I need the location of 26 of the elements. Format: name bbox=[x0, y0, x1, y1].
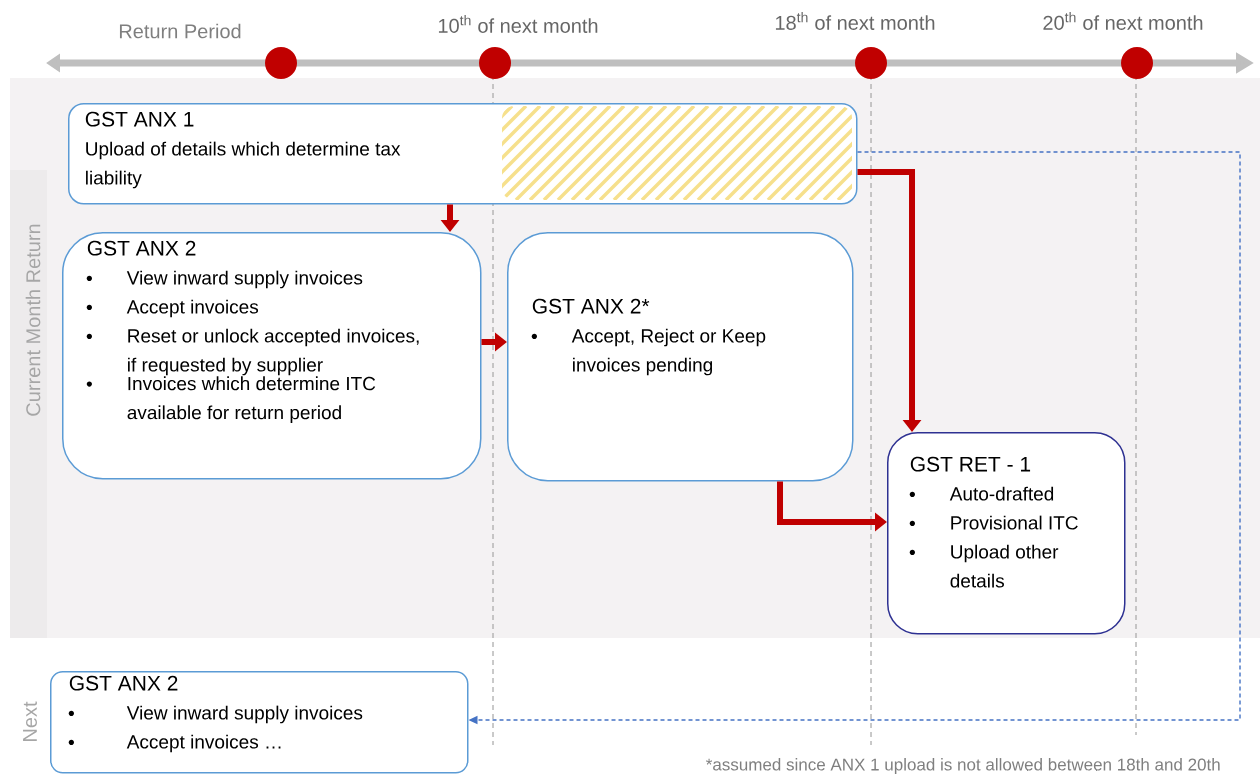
bullet-item: View inward supply invoices bbox=[86, 270, 363, 289]
footnote: *assumed since ANX 1 upload is not allowed between 18th and 20th bbox=[706, 758, 1220, 774]
bullet-item: Upload other details bbox=[909, 544, 1059, 588]
bullet-item: View inward supply invoices bbox=[68, 705, 363, 724]
side-label: Current Month Return bbox=[25, 224, 41, 416]
timeline-label: Return Period bbox=[119, 23, 241, 39]
timeline-label: 18$^{th}$ of next month bbox=[775, 12, 935, 30]
box-title: GST ANX 2 bbox=[87, 240, 196, 256]
bullet-item: Accept invoices … bbox=[68, 734, 281, 753]
bullet-item: Provisional ITC bbox=[909, 515, 1078, 530]
bullet-item: Accept, Reject or Keep invoices pending bbox=[531, 328, 766, 376]
process-box bbox=[62, 232, 482, 480]
box-text: Upload of details which determine tax liability bbox=[86, 141, 401, 189]
box-title: GST ANX 2* bbox=[532, 298, 650, 314]
timeline-label: 20$^{th}$ of next month bbox=[1043, 12, 1203, 30]
box-title: GST ANX 1 bbox=[85, 111, 194, 127]
bullet-item: Reset or unlock accepted invoices, if requested by supplier bbox=[86, 328, 419, 376]
process-box bbox=[50, 671, 469, 774]
box-title: GST ANX 2 bbox=[69, 675, 178, 691]
bullet-item: Invoices which determine ITC available for return period bbox=[86, 376, 376, 424]
box-title: GST RET - 1 bbox=[910, 456, 1031, 472]
process-box bbox=[507, 232, 854, 482]
bullet-item: Auto-drafted bbox=[909, 486, 1054, 501]
process-box bbox=[887, 432, 1126, 635]
bullet-item: Accept invoices bbox=[86, 299, 259, 318]
timeline-label: 10$^{th}$ of next month bbox=[438, 15, 598, 33]
